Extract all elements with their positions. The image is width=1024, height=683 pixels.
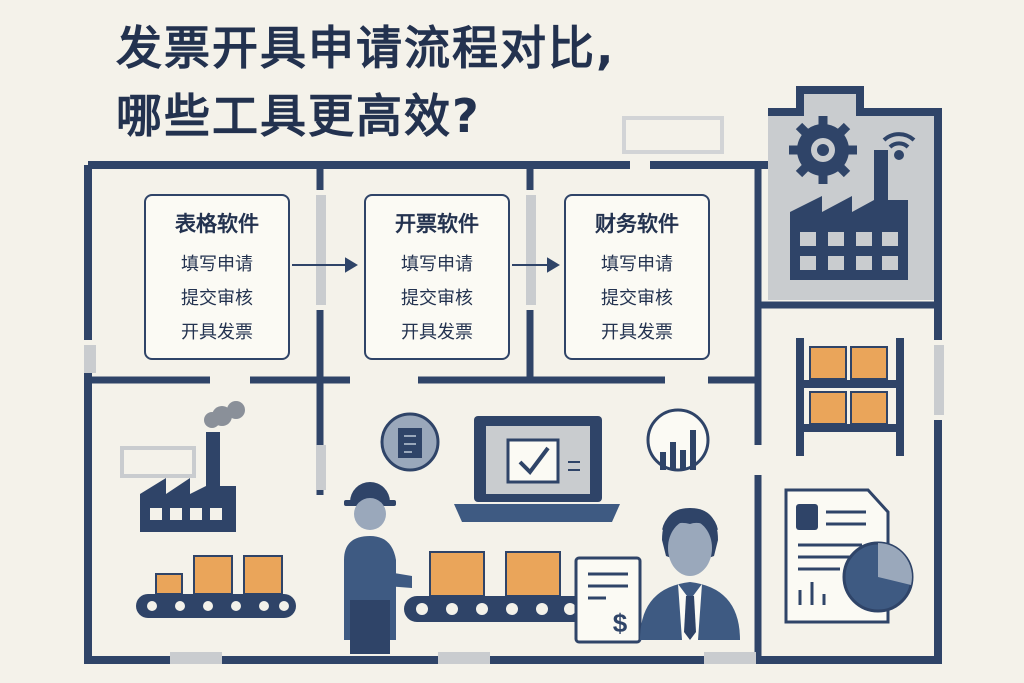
receipt-icon: $	[574, 556, 642, 644]
worker-figure	[344, 482, 412, 654]
card-step: 填写申请	[181, 254, 253, 275]
window-frame	[622, 116, 724, 154]
card-spreadsheet-software: 表格软件 填写申请 提交审核 开具发票	[144, 194, 290, 360]
flow-arrows	[292, 257, 560, 273]
document-circle-icon	[380, 412, 440, 472]
outer-walls	[84, 86, 942, 664]
card-title: 财务软件	[595, 212, 679, 236]
card-invoicing-software: 开票软件 填写申请 提交审核 开具发票	[364, 194, 510, 360]
businessman-figure	[640, 508, 740, 640]
arrow-head-2	[547, 257, 560, 273]
card-step: 填写申请	[401, 254, 473, 275]
checkmark-icon	[518, 446, 550, 476]
conveyor-boxes-center	[429, 551, 561, 597]
card-step: 开具发票	[181, 322, 253, 343]
dollar-sign-icon: $	[613, 608, 628, 638]
gear-icon	[789, 116, 857, 184]
card-title: 开票软件	[395, 212, 479, 236]
conveyor-boxes-left	[155, 555, 283, 595]
factory-smoke-icon	[204, 401, 245, 428]
card-title: 表格软件	[175, 212, 259, 236]
doorways	[84, 195, 944, 664]
card-finance-software: 财务软件 填写申请 提交审核 开具发票	[564, 194, 710, 360]
page-title-line-1: 发票开具申请流程对比,	[116, 21, 616, 75]
small-factory-icon	[140, 432, 236, 532]
factory-icon	[790, 150, 908, 280]
conveyor-left	[136, 555, 296, 618]
card-step: 提交审核	[181, 288, 253, 309]
shelf-boxes	[809, 346, 888, 425]
bar-chart-circle-icon	[646, 408, 710, 472]
storage-shelf	[796, 338, 904, 456]
card-step: 提交审核	[401, 288, 473, 309]
financial-report-icon	[784, 488, 914, 624]
wifi-icon	[882, 132, 916, 160]
card-step: 提交审核	[601, 288, 673, 309]
card-step: 填写申请	[601, 254, 673, 275]
arrow-head-1	[345, 257, 358, 273]
card-step: 开具发票	[401, 322, 473, 343]
wall-window	[120, 446, 196, 478]
conveyor-center	[404, 551, 588, 622]
page-title-line-2: 哪些工具更高效?	[116, 89, 481, 143]
card-step: 开具发票	[601, 322, 673, 343]
laptop-icon	[454, 416, 620, 522]
